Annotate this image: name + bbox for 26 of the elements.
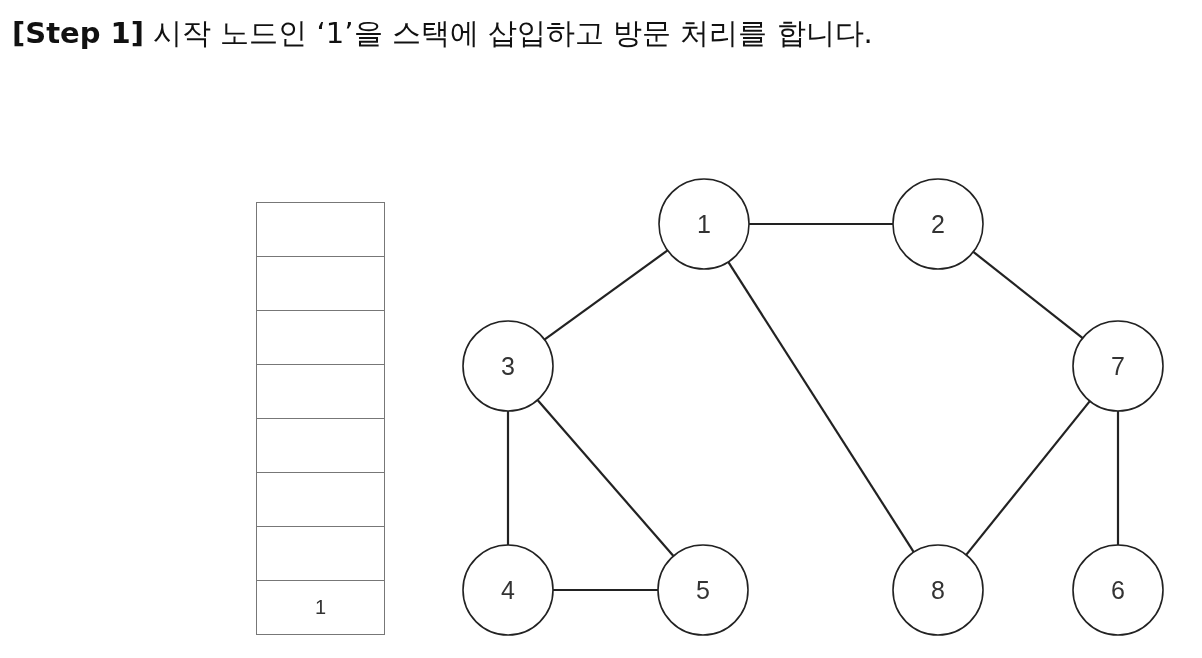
graph-node: 3	[462, 320, 554, 412]
graph-node: 2	[892, 178, 984, 270]
graph-node: 7	[1072, 320, 1164, 412]
edge-line	[536, 399, 675, 557]
stack-cell: 1	[256, 580, 385, 635]
stack-cell	[256, 526, 385, 581]
edge-line	[543, 249, 669, 341]
graph-node: 1	[658, 178, 750, 270]
graph-node: 4	[462, 544, 554, 636]
edge-line	[1116, 411, 1120, 545]
stack-cell	[256, 310, 385, 365]
edge-line	[553, 588, 658, 592]
graph-node: 5	[657, 544, 749, 636]
edge-line	[972, 251, 1084, 339]
stack-cell	[256, 364, 385, 419]
edge-line	[727, 261, 915, 553]
edge-line	[965, 400, 1091, 556]
stack-cell	[256, 472, 385, 527]
stack-cell	[256, 256, 385, 311]
edge-line	[506, 411, 510, 545]
graph-node: 8	[892, 544, 984, 636]
edge-line	[749, 222, 893, 226]
stack-cell	[256, 202, 385, 257]
graph-node: 6	[1072, 544, 1164, 636]
title: [Step 1] 시작 노드인 ‘1’을 스택에 삽입하고 방문 처리를 합니다.	[12, 15, 873, 52]
stack-cell	[256, 418, 385, 473]
